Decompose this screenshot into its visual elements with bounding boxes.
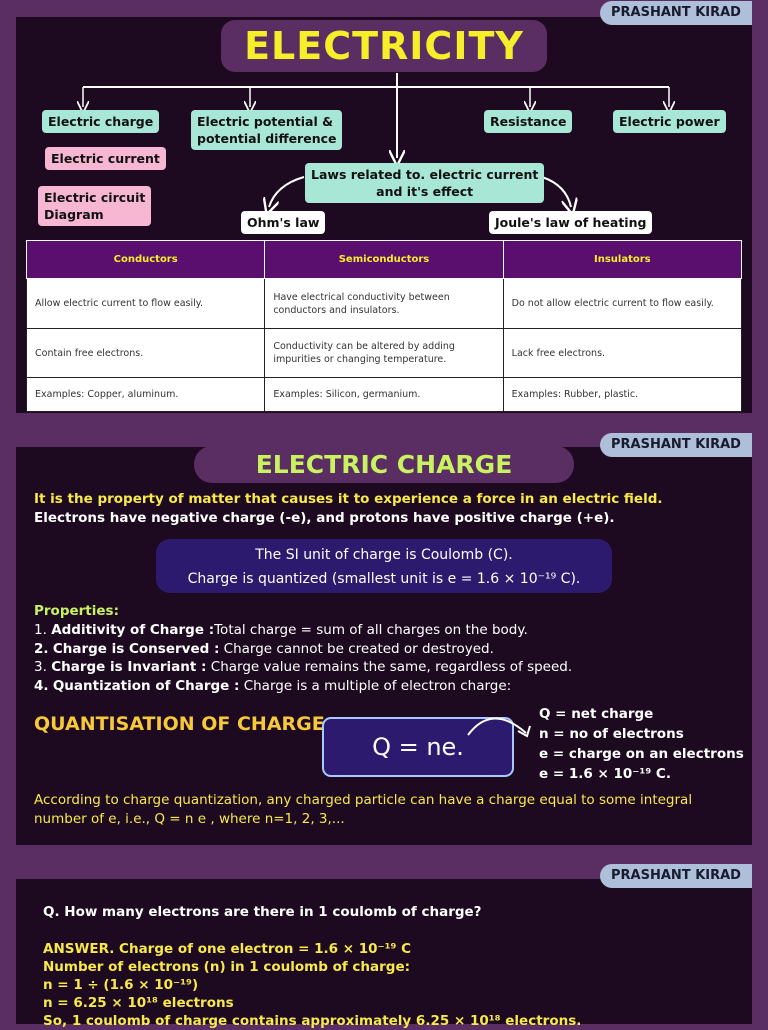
- property-item: 1. Additivity of Charge :Total charge = …: [34, 621, 528, 639]
- formula-legend: Q = net charge n = no of electrons e = c…: [539, 704, 744, 784]
- table-row: Examples: Copper, aluminum. Examples: Si…: [25, 377, 743, 412]
- table-cell: Lack free electrons.: [502, 328, 743, 378]
- curved-arrow-icon: [467, 717, 531, 738]
- property-text: Charge is a multiple of electron charge:: [243, 678, 512, 694]
- property-name: Charge is Invariant :: [51, 659, 207, 675]
- property-number: 3.: [34, 659, 47, 675]
- intro-line-2: Electrons have negative charge (-e), and…: [34, 510, 615, 526]
- author-badge: PRASHANT KIRAD: [600, 1, 752, 25]
- node-laws-line1: Laws related to. electric current: [311, 167, 539, 182]
- intro-line-1: It is the property of matter that causes…: [34, 491, 663, 507]
- node-resistance: Resistance: [484, 110, 573, 133]
- property-number: 2.: [34, 641, 49, 657]
- author-badge: PRASHANT KIRAD: [600, 864, 752, 888]
- table-header-row: Conductors Semiconductors Insulators: [25, 240, 743, 279]
- table-cell: Examples: Silicon, germanium.: [264, 377, 504, 412]
- node-electric-power: Electric power: [613, 110, 726, 133]
- node-electric-circuit: Electric circuit Diagram: [38, 186, 152, 226]
- section-title: ELECTRIC CHARGE: [194, 446, 574, 483]
- concept-tree-connectors: [16, 73, 752, 240]
- comparison-table: Conductors Semiconductors Insulators All…: [25, 240, 743, 412]
- node-ohms-law: Ohm's law: [241, 211, 326, 234]
- legend-line: n = no of electrons: [539, 726, 684, 742]
- legend-line: e = 1.6 × 10⁻¹⁹ C.: [539, 766, 671, 782]
- quantized-line: Charge is quantized (smallest unit is e …: [187, 571, 581, 587]
- node-laws-line2: and it's effect: [376, 184, 474, 199]
- node-electric-potential: Electric potential & potential differenc…: [191, 110, 343, 150]
- table-cell: Do not allow electric current to flow ea…: [502, 278, 743, 329]
- property-item: 3. Charge is Invariant : Charge value re…: [34, 658, 572, 676]
- quantization-note: According to charge quantization, any ch…: [34, 792, 693, 827]
- electric-charge-panel: PRASHANT KIRAD ELECTRIC CHARGE It is the…: [16, 433, 752, 845]
- property-item: 4. Quantization of Charge : Charge is a …: [34, 677, 511, 695]
- table-row: Contain free electrons. Conductivity can…: [25, 328, 743, 378]
- property-text: Total charge = sum of all charges on the…: [214, 622, 528, 638]
- properties-heading: Properties:: [34, 603, 119, 619]
- node-electric-current: Electric current: [45, 147, 166, 170]
- page-title: ELECTRICITY: [221, 20, 547, 72]
- table-cell: Examples: Copper, aluminum.: [25, 377, 266, 412]
- table-header: Insulators: [502, 240, 743, 279]
- si-unit-line: The SI unit of charge is Coulomb (C).: [255, 547, 513, 563]
- property-number: 1.: [34, 622, 47, 638]
- property-name: Quantization of Charge :: [52, 678, 240, 694]
- node-joules-law: Joule's law of heating: [489, 211, 653, 234]
- answer-line: Number of electrons (n) in 1 coulomb of …: [43, 959, 411, 975]
- property-name: Additivity of Charge :: [51, 622, 215, 638]
- property-name: Charge is Conserved :: [52, 641, 220, 657]
- node-potential-line2: potential difference: [197, 131, 337, 146]
- answer-block: ANSWER. Charge of one electron = 1.6 × 1…: [43, 940, 581, 1030]
- table-cell: Conductivity can be altered by adding im…: [264, 328, 504, 378]
- node-circuit-line2: Diagram: [44, 207, 104, 222]
- node-electric-charge: Electric charge: [42, 110, 160, 133]
- electricity-panel: PRASHANT KIRAD ELECTRICITY Electric char…: [16, 1, 752, 413]
- property-text: Charge value remains the same, regardles…: [210, 659, 573, 675]
- legend-line: e = charge on an electrons: [539, 746, 744, 762]
- author-badge: PRASHANT KIRAD: [600, 433, 752, 457]
- table-header: Conductors: [25, 240, 266, 279]
- answer-line: n = 1 ÷ (1.6 × 10⁻¹⁹): [43, 977, 199, 993]
- legend-line: Q = net charge: [539, 706, 654, 722]
- node-laws: Laws related to. electric current and it…: [305, 163, 545, 203]
- table-header: Semiconductors: [264, 240, 504, 279]
- table-cell: Have electrical conductivity between con…: [264, 278, 504, 329]
- node-potential-line1: Electric potential &: [197, 114, 334, 129]
- table-cell: Examples: Rubber, plastic.: [502, 377, 743, 412]
- charge-formula: Q = ne.: [322, 717, 514, 777]
- property-item: 2. Charge is Conserved : Charge cannot b…: [34, 640, 494, 658]
- property-number: 4.: [34, 678, 49, 694]
- answer-line: ANSWER. Charge of one electron = 1.6 × 1…: [43, 941, 412, 957]
- answer-line: So, 1 coulomb of charge contains approxi…: [43, 1013, 582, 1029]
- table-row: Allow electric current to flow easily. H…: [25, 278, 743, 329]
- question-text: Q. How many electrons are there in 1 cou…: [43, 904, 482, 920]
- answer-line: n = 6.25 × 10¹⁸ electrons: [43, 995, 234, 1011]
- table-cell: Contain free electrons.: [25, 328, 266, 378]
- quantisation-title: QUANTISATION OF CHARGE:: [34, 713, 333, 735]
- question-panel: PRASHANT KIRAD Q. How many electrons are…: [16, 864, 752, 1029]
- table-cell: Allow electric current to flow easily.: [25, 278, 266, 329]
- si-unit-box: The SI unit of charge is Coulomb (C). Ch…: [156, 539, 612, 593]
- property-text: Charge cannot be created or destroyed.: [223, 641, 494, 657]
- node-circuit-line1: Electric circuit: [44, 190, 146, 205]
